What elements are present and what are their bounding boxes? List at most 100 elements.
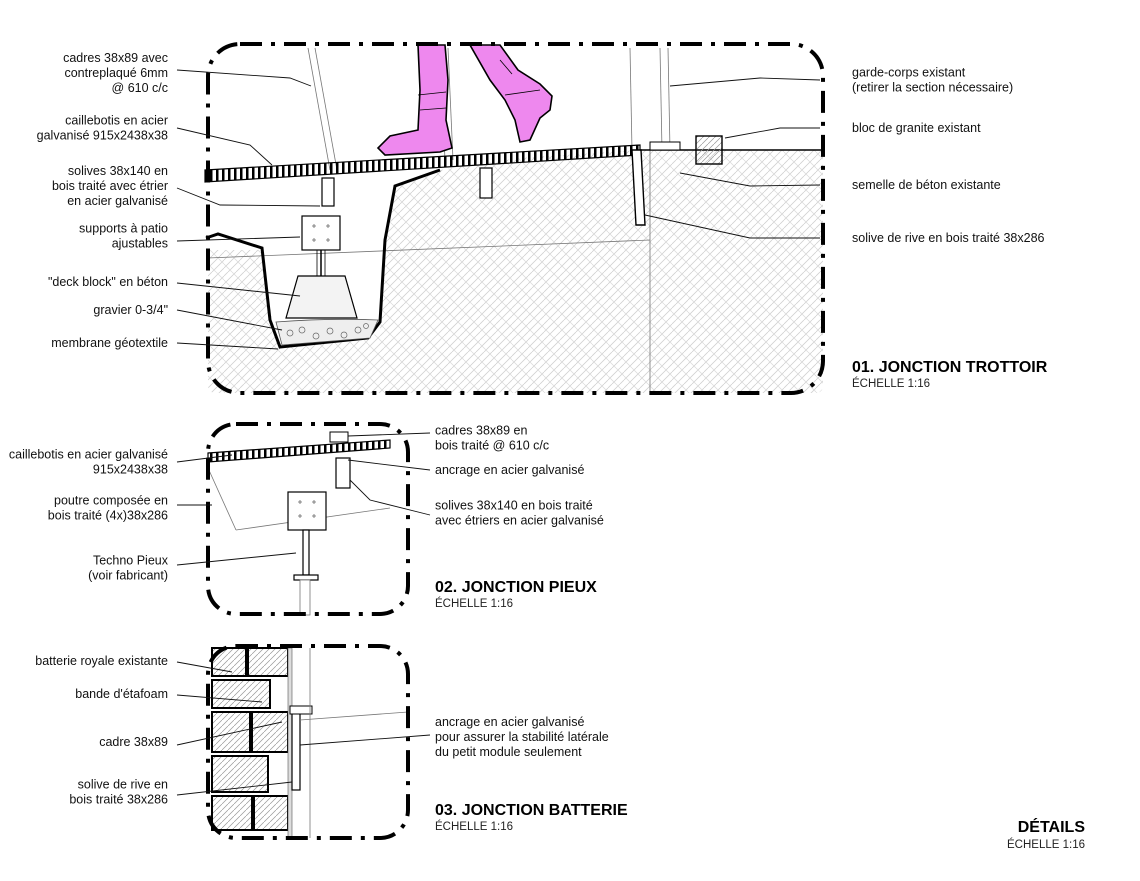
boot-right	[468, 44, 553, 143]
callout-line: semelle de béton existante	[852, 178, 1001, 192]
callout-line: cadres 38x89 avec	[63, 51, 168, 65]
joist	[479, 167, 493, 199]
callout-line: ajustables	[112, 237, 168, 251]
callout-line: gravier 0-3/4"	[93, 303, 168, 317]
callout-line: bloc de granite existant	[852, 121, 981, 135]
callout-line: ancrage en acier galvanisé	[435, 463, 584, 477]
etafoam-strip	[287, 647, 293, 839]
excavation-outline	[205, 168, 441, 349]
existing-railing	[659, 47, 663, 151]
callout-label: cadre 38x89	[99, 735, 168, 749]
soil-hatch	[208, 150, 823, 393]
railing-post	[314, 47, 338, 171]
callout-line: cadres 38x89 en	[435, 424, 527, 438]
callout-line: galvanisé 915x2438x38	[37, 129, 168, 143]
detail-2-title: 02. JONCTION PIEUX	[435, 579, 597, 596]
callout-label: semelle de béton existante	[852, 178, 1001, 192]
callout-line: solive de rive en	[78, 778, 168, 792]
beam-edge	[207, 467, 237, 531]
callout-line: bois traité avec étrier	[52, 179, 168, 193]
patio-support	[301, 215, 341, 251]
rim-joist	[291, 711, 301, 791]
callout-line: pour assurer la stabilité latérale	[435, 730, 609, 744]
callout-line: bois traité (4x)38x286	[48, 509, 168, 523]
detail-3-scale: ÉCHELLE 1:16	[435, 820, 513, 833]
callout-line: bande d'étafoam	[75, 687, 168, 701]
detail-frame	[206, 644, 410, 840]
callout-line: cadre 38x89	[99, 735, 168, 749]
callout-line: en acier galvanisé	[67, 194, 168, 208]
callout-line: bois traité 38x286	[69, 793, 168, 807]
callout-label: ancrage en acier galvanisé	[435, 463, 584, 477]
callout-line: avec étriers en acier galvanisé	[435, 514, 604, 528]
callout-label: gravier 0-3/4"	[93, 303, 168, 317]
callout-line: (retirer la section nécessaire)	[852, 81, 1013, 95]
callout-line: 915x2438x38	[93, 463, 168, 477]
callout-line: garde-corps existant	[852, 66, 966, 80]
callout-line: (voir fabricant)	[88, 569, 168, 583]
pile-cap	[287, 491, 327, 531]
royal-battery-stones	[211, 647, 289, 831]
detail-1-title: 01. JONCTION TROTTOIR	[852, 359, 1048, 376]
frame-38x89	[329, 431, 349, 443]
detail-3-jonction-batterie: batterie royale existante bande d'étafoam…	[35, 644, 628, 840]
callout-line: caillebotis en acier	[65, 114, 168, 128]
callout-line: solives 38x140 en bois traité	[435, 499, 593, 513]
concrete-footing	[649, 141, 681, 151]
callout-line: contreplaqué 6mm	[64, 66, 168, 80]
callout-line: caillebotis en acier galvanisé	[9, 448, 168, 462]
callout-label: "deck block" en béton	[48, 275, 168, 289]
callout-line: du petit module seulement	[435, 745, 582, 759]
callout-label: membrane géotextile	[51, 336, 168, 350]
callout-label: Techno Pieux(voir fabricant)	[88, 554, 169, 583]
detail-frame	[206, 422, 410, 616]
steel-grating	[207, 439, 391, 463]
detail-1-scale: ÉCHELLE 1:16	[852, 377, 930, 390]
detail-1-labels-right: garde-corps existant(retirer la section …	[852, 66, 1045, 246]
existing-railing	[667, 47, 671, 151]
detail-3-title: 03. JONCTION BATTERIE	[435, 802, 628, 819]
railing-post	[629, 47, 633, 151]
grade-line	[207, 239, 651, 259]
callout-line: ancrage en acier galvanisé	[435, 715, 584, 729]
granite-block	[695, 135, 723, 165]
detail-3-labels-left: batterie royale existante bande d'étafoam…	[35, 654, 168, 807]
callout-line: Techno Pieux	[93, 554, 169, 568]
sheet-title: DÉTAILS	[1018, 817, 1086, 836]
railing-post	[307, 47, 331, 171]
callout-line: "deck block" en béton	[48, 275, 168, 289]
callout-label: bloc de granite existant	[852, 121, 981, 135]
callout-line: poutre composée en	[54, 494, 168, 508]
callout-label: batterie royale existante	[35, 654, 168, 668]
callout-line: batterie royale existante	[35, 654, 168, 668]
detail-2-scale: ÉCHELLE 1:16	[435, 597, 513, 610]
callout-line: solives 38x140 en	[68, 164, 168, 178]
callout-label: garde-corps existant(retirer la section …	[852, 66, 1013, 95]
deck-block	[285, 275, 358, 319]
callout-label: solive de rive en bois traité 38x286	[852, 231, 1045, 245]
railing-post	[447, 47, 454, 161]
sheet-scale: ÉCHELLE 1:16	[1007, 838, 1085, 851]
detail-frame	[206, 42, 825, 395]
rim-joist	[631, 149, 646, 226]
frame-38x89	[289, 705, 313, 715]
callout-line: supports à patio	[79, 222, 168, 236]
callout-line: @ 610 c/c	[112, 81, 168, 95]
techno-pile	[302, 529, 310, 576]
joist	[321, 177, 335, 207]
